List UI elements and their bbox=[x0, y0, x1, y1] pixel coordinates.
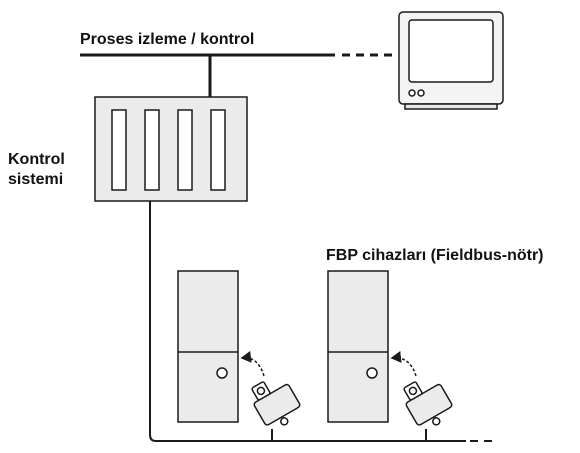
control-system-label-line2: sistemi bbox=[8, 171, 64, 188]
control-system-label-line1: Kontrol bbox=[8, 151, 65, 168]
fbp-devices-label: FBP cihazları (Fieldbus-nötr) bbox=[326, 247, 544, 264]
fieldbus-cable bbox=[149, 201, 492, 442]
plc-rack-icon bbox=[94, 96, 248, 202]
fbp-connector-icon bbox=[403, 381, 453, 426]
field-device-icon bbox=[327, 270, 389, 423]
fbp-connector-icon bbox=[251, 381, 301, 426]
process-bus bbox=[80, 53, 392, 97]
monitor-icon bbox=[398, 11, 504, 110]
bus-label: Proses izleme / kontrol bbox=[80, 31, 255, 48]
control-system-label: Kontrol sistemi bbox=[8, 150, 65, 190]
field-device-icon bbox=[177, 270, 239, 423]
plug-arrow-icon bbox=[240, 350, 265, 377]
plug-arrow-icon bbox=[390, 351, 417, 377]
